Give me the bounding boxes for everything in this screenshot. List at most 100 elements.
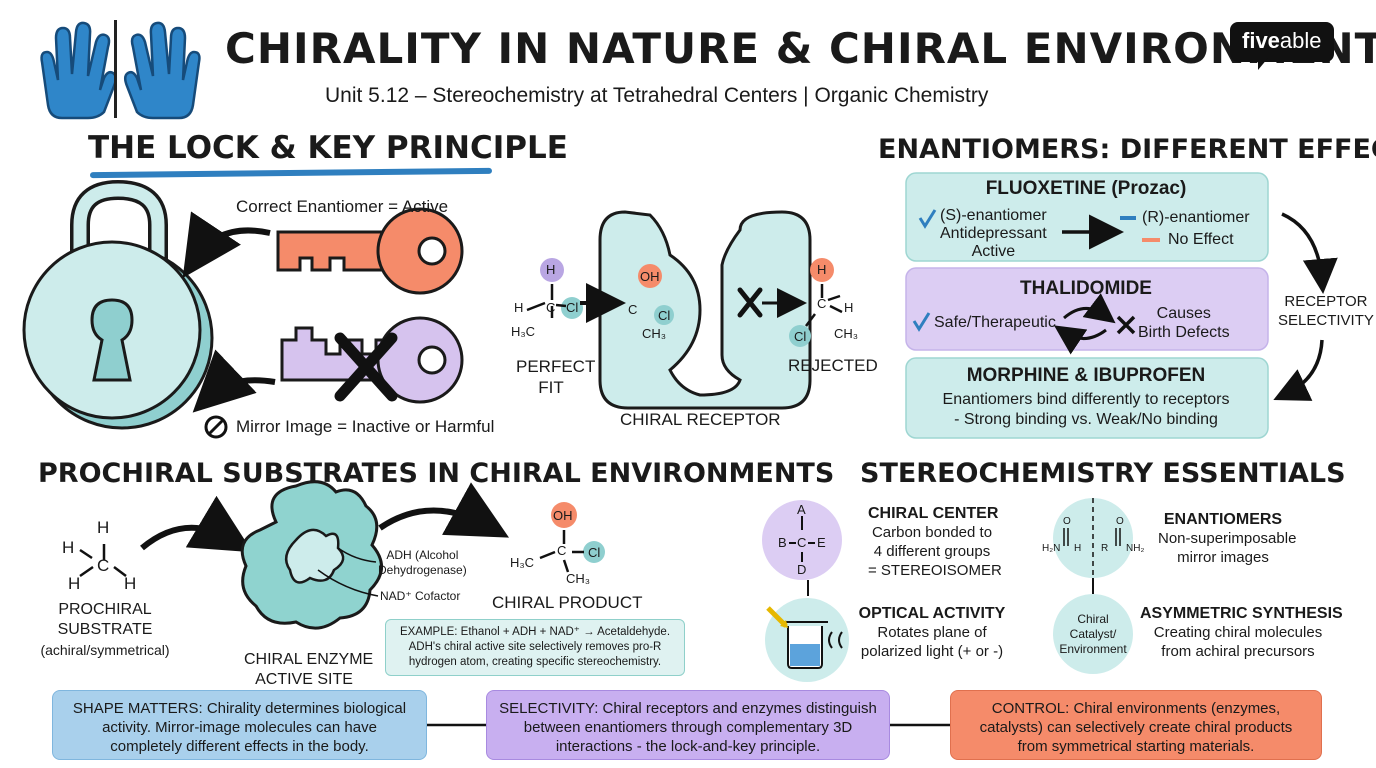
prod-h3c: H₃C: [510, 555, 535, 570]
product-arrow: [378, 482, 510, 538]
cc-c: C: [797, 535, 807, 550]
morphine-title: MORPHINE & IBUPROFEN: [966, 365, 1206, 386]
atom-h-right: H: [817, 262, 827, 277]
en-nh2: NH₂: [1126, 543, 1145, 554]
receptor-selectivity-label: RECEPTOR SELECTIVITY: [1278, 292, 1374, 330]
catalyst-circle: [1053, 594, 1133, 674]
pro-h-br: H: [124, 574, 137, 593]
atom-cl-receptor: Cl: [658, 308, 671, 323]
causes-line2: Birth Defects: [1138, 324, 1230, 341]
causes-line1: Causes: [1156, 305, 1211, 322]
logo-text-bold: five: [1242, 28, 1280, 53]
rotation-icon-2: [838, 631, 843, 649]
padlock-icon: [22, 179, 214, 430]
prod-oh: OH: [553, 508, 573, 523]
substrate-arrow: [140, 495, 253, 553]
atom-ch3-right: CH₃: [834, 326, 859, 341]
adh-line1: ADH (Alcohol: [386, 548, 459, 562]
en-title: ENANTIOMERS: [1163, 511, 1283, 528]
chiral-product-label: CHIRAL PRODUCT: [492, 593, 643, 612]
fluoxetine-title: FLUOXETINE (Prozac): [906, 178, 1266, 200]
example-line2: ADH's chiral active site selectively rem…: [408, 641, 662, 653]
r-enantiomer-line1: (R)-enantiomer: [1142, 209, 1250, 226]
prod-c: C: [557, 543, 567, 558]
pro-c: C: [97, 556, 110, 575]
adh-label: ADH (Alcohol Dehydrogenase): [378, 548, 467, 578]
side-label1: RECEPTOR: [1284, 293, 1368, 310]
morphine-card: [905, 357, 1269, 439]
cc-d: D: [797, 562, 807, 577]
enantiomer-bonds: [1063, 528, 1121, 546]
mirror-arrow: [192, 349, 276, 413]
s-line3: Active: [971, 243, 1016, 260]
thalidomide-title-text: THALIDOMIDE: [1020, 278, 1152, 299]
atom-c-right: C: [817, 296, 827, 311]
substrate-line2: SUBSTRATE: [57, 621, 153, 638]
correct-enantiomer-label: Correct Enantiomer = Active: [236, 197, 449, 216]
fluoxetine-title-text: FLUOXETINE (Prozac): [985, 178, 1187, 199]
cat-c2: Catalyst/: [1069, 627, 1117, 641]
morphine-line1: Enantiomers bind differently to receptor…: [942, 391, 1230, 408]
enzyme-line1: CHIRAL ENZYME: [244, 651, 374, 668]
cl-atom-dot-product: [583, 541, 605, 563]
rotation-icon: [828, 631, 833, 649]
logo-tail: [1258, 58, 1278, 70]
enantiomers-text: ENANTIOMERS Non-superimposable mirror im…: [1158, 510, 1296, 567]
reject-x-icon: [334, 332, 398, 402]
cc-title: CHIRAL CENTER: [868, 505, 999, 522]
fiveable-logo: fiveable: [1230, 22, 1334, 62]
oh-atom-dot-product: [551, 502, 577, 528]
prochiral-substrate-label: PROCHIRAL SUBSTRATE (achiral/symmetrical…: [30, 600, 180, 660]
prochiral-bonds: [79, 544, 127, 578]
pro-h-top: H: [97, 518, 110, 537]
substrate-line3: (achiral/symmetrical): [40, 642, 170, 658]
cc-e: E: [817, 535, 826, 550]
optical-title: OPTICAL ACTIVITY: [858, 605, 1006, 622]
mirror-image-label: Mirror Image = Inactive or Harmful: [236, 417, 495, 436]
nad-pointer: [317, 569, 379, 597]
side-label2: SELECTIVITY: [1278, 312, 1374, 329]
essentials-heading: STEREOCHEMISTRY ESSENTIALS: [860, 458, 1346, 489]
control-box: CONTROL: Chiral environments (enzymes, c…: [950, 690, 1322, 760]
correct-key-icon: [276, 207, 464, 295]
left-glove-icon: [40, 21, 117, 120]
defect-x-icon: [1116, 315, 1136, 335]
s-enantiomer-block: (S)-enantiomer Antidepressant Active: [940, 207, 1047, 261]
beaker-icon: [782, 621, 828, 669]
pro-h-bl: H: [68, 574, 81, 593]
selectivity-arrow-bottom: [1273, 339, 1324, 401]
cl-atom-dot-left: [561, 297, 583, 319]
check-icon-s: [918, 209, 937, 229]
selectivity-arrow-top: [1281, 212, 1338, 294]
en-l2: mirror images: [1177, 549, 1269, 566]
catalyst-text: Chiral Catalyst/ Environment: [1053, 612, 1133, 657]
product-bonds: [539, 530, 584, 573]
enantiomers-heading: ENANTIOMERS: DIFFERENT EFFECTS: [878, 134, 1376, 165]
lock-key-heading: THE LOCK & KEY PRINCIPLE: [88, 130, 568, 166]
atom-h2-left: H: [514, 300, 524, 315]
h-atom-dot: [540, 258, 564, 282]
s-line2: Antidepressant: [940, 225, 1047, 242]
morphine-text: MORPHINE & IBUPROFEN Enantiomers bind di…: [906, 366, 1266, 430]
asym-title: ASYMMETRIC SYNTHESIS: [1140, 605, 1343, 622]
atom-cl-left: Cl: [566, 300, 579, 315]
adh-pointer: [337, 547, 377, 563]
substrate-line1: PROCHIRAL: [58, 601, 152, 618]
example-line1: EXAMPLE: Ethanol + ADH + NAD⁺ → Acetalde…: [399, 626, 671, 638]
atom-c-left: C: [546, 300, 556, 315]
oh-atom-dot: [638, 264, 662, 288]
optical-text: OPTICAL ACTIVITY Rotates plane of polari…: [856, 604, 1008, 661]
atom-c-receptor: C: [628, 302, 638, 317]
cl-atom-dot: [654, 305, 674, 325]
enzyme-line2: ACTIVE SITE: [255, 671, 353, 688]
chiral-center-text: CHIRAL CENTER Carbon bonded to 4 differe…: [868, 504, 1002, 580]
chiral-receptor-label: CHIRAL RECEPTOR: [620, 410, 781, 429]
atom-cl-right: Cl: [794, 329, 807, 344]
atom-oh-receptor: OH: [640, 269, 660, 284]
rejected-x-icon: [737, 287, 763, 318]
prod-ch3: CH₃: [566, 571, 591, 586]
prochiral-heading: PROCHIRAL SUBSTRATES IN CHIRAL ENVIRONME…: [38, 458, 835, 489]
pro-h-left: H: [62, 538, 75, 557]
prod-cl: Cl: [588, 545, 601, 560]
